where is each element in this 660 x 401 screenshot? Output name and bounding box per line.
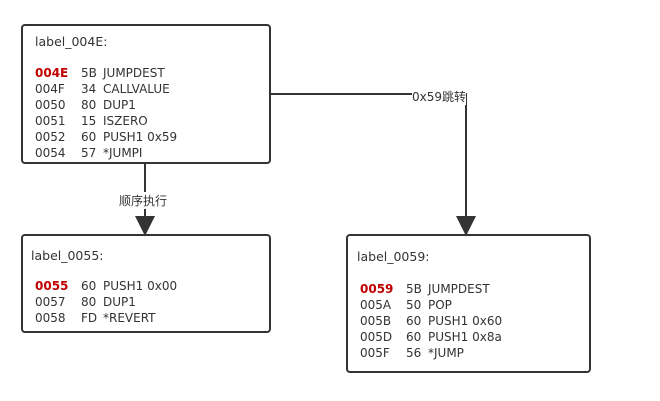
instruction-mnemonic: *JUMPI — [103, 146, 143, 160]
instruction-opcode-hex: 56 — [406, 346, 422, 360]
instruction-address: 0057 — [35, 295, 66, 309]
instruction-address: 0054 — [35, 146, 66, 160]
instruction-opcode-hex: 80 — [81, 295, 97, 309]
instruction-opcode-hex: 60 — [406, 314, 422, 328]
instruction-row: 0057 80 DUP1 — [35, 294, 177, 310]
instruction-address: 005A — [360, 298, 392, 312]
instruction-opcode-hex: 5B — [81, 66, 97, 80]
instruction-row: 005D 60 PUSH1 0x8a — [360, 329, 502, 345]
instruction-mnemonic: PUSH1 0x00 — [103, 279, 178, 293]
instruction-opcode-hex: FD — [81, 311, 98, 325]
block-lines: 0055 60 PUSH1 0x00 0057 80 DUP1 0058 FD *REVERT — [35, 278, 177, 326]
edge-jump — [270, 93, 476, 236]
block-title: label_004E: — [35, 34, 108, 49]
instruction-address: 005D — [360, 330, 393, 344]
edge-label-jump: 0x59跳转 — [412, 88, 467, 105]
instruction-row: 0050 80 DUP1 — [35, 97, 177, 113]
instruction-mnemonic: DUP1 — [103, 295, 136, 309]
instruction-mnemonic: DUP1 — [103, 98, 136, 112]
instruction-address: 004E — [35, 66, 69, 80]
instruction-opcode-hex: 5B — [406, 282, 422, 296]
edge-label-sequential: 顺序执行 — [119, 192, 168, 209]
instruction-row: 005A 50 POP — [360, 297, 502, 313]
instruction-row: 0052 60 PUSH1 0x59 — [35, 129, 177, 145]
instruction-address: 0055 — [35, 279, 69, 293]
instruction-row: 0055 60 PUSH1 0x00 — [35, 278, 177, 294]
instruction-opcode-hex: 50 — [406, 298, 422, 312]
instruction-opcode-hex: 34 — [81, 82, 97, 96]
block-2[interactable]: label_0059: 0059 5B JUMPDEST 005A 50 POP 005B 6… — [346, 234, 591, 373]
instruction-row: 0051 15 ISZERO — [35, 113, 177, 129]
block-title: label_0055: — [31, 248, 104, 263]
instruction-mnemonic: PUSH1 0x60 — [428, 314, 503, 328]
instruction-mnemonic: PUSH1 0x8a — [428, 330, 502, 344]
instruction-mnemonic: POP — [428, 298, 452, 312]
instruction-row: 0054 57 *JUMPI — [35, 145, 177, 161]
instruction-opcode-hex: 60 — [81, 130, 97, 144]
instruction-mnemonic: PUSH1 0x59 — [103, 130, 178, 144]
instruction-row: 005F 56 *JUMP — [360, 345, 502, 361]
instruction-opcode-hex: 15 — [81, 114, 97, 128]
instruction-row: 0058 FD *REVERT — [35, 310, 177, 326]
instruction-mnemonic: ISZERO — [103, 114, 148, 128]
instruction-address: 0052 — [35, 130, 66, 144]
instruction-address: 004F — [35, 82, 65, 96]
instruction-mnemonic: *JUMP — [428, 346, 464, 360]
block-0[interactable]: label_004E: 004E 5B JUMPDEST 004F 34 CALLVALU… — [21, 24, 271, 164]
instruction-address: 005F — [360, 346, 390, 360]
instruction-opcode-hex: 80 — [81, 98, 97, 112]
instruction-mnemonic: CALLVALUE — [103, 82, 170, 96]
instruction-mnemonic: *REVERT — [103, 311, 156, 325]
instruction-row: 0059 5B JUMPDEST — [360, 281, 502, 297]
instruction-mnemonic: JUMPDEST — [103, 66, 165, 80]
instruction-address: 0051 — [35, 114, 66, 128]
instruction-row: 004E 5B JUMPDEST — [35, 65, 177, 81]
instruction-mnemonic: JUMPDEST — [428, 282, 490, 296]
instruction-address: 0058 — [35, 311, 66, 325]
instruction-row: 005B 60 PUSH1 0x60 — [360, 313, 502, 329]
instruction-address: 0059 — [360, 282, 394, 296]
instruction-address: 0050 — [35, 98, 66, 112]
instruction-opcode-hex: 60 — [81, 279, 97, 293]
instruction-row: 004F 34 CALLVALUE — [35, 81, 177, 97]
block-title: label_0059: — [357, 249, 430, 264]
instruction-opcode-hex: 60 — [406, 330, 422, 344]
instruction-opcode-hex: 57 — [81, 146, 97, 160]
instruction-address: 005B — [360, 314, 392, 328]
